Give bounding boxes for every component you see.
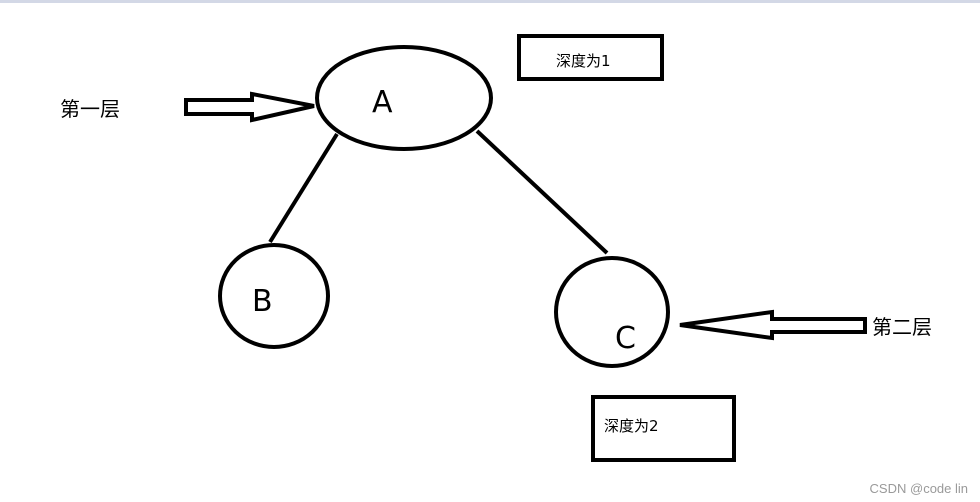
- node-c-label: C: [615, 321, 636, 356]
- depth-1-label: 深度为1: [556, 52, 611, 70]
- layer-1-label: 第一层: [60, 97, 120, 121]
- node-b-label: B: [252, 284, 273, 319]
- edge-a-c: [475, 129, 609, 255]
- node-a-label: A: [372, 85, 393, 120]
- depth-1-box: 深度为1: [517, 34, 664, 81]
- layer-1-arrow-icon: [184, 91, 315, 123]
- node-b: B: [218, 243, 330, 349]
- top-border: [0, 0, 980, 3]
- edge-a-b: [268, 132, 339, 244]
- node-a: A: [315, 45, 493, 151]
- depth-2-label: 深度为2: [604, 417, 659, 435]
- layer-2-arrow-icon: [679, 309, 867, 341]
- node-c: C: [554, 256, 670, 368]
- watermark: CSDN @code lin: [869, 481, 968, 496]
- depth-2-box: 深度为2: [591, 395, 736, 462]
- layer-2-label: 第二层: [872, 315, 932, 339]
